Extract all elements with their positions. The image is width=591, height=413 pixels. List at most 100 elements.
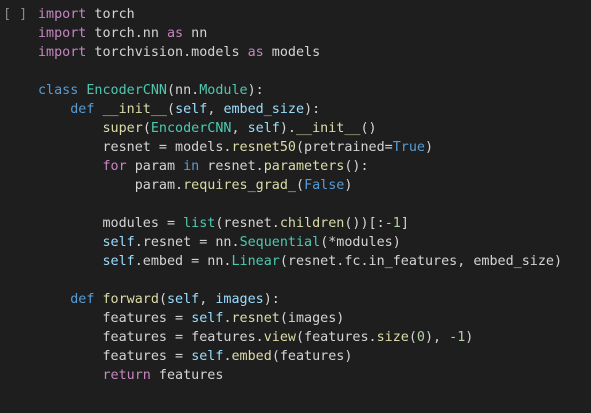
code-token: resnet50 <box>231 140 296 155</box>
code-token: ), <box>424 330 450 345</box>
code-token: resnet = models. <box>38 140 232 155</box>
code-token: , <box>199 292 216 307</box>
code-line[interactable]: import torch.nn as nn <box>38 24 562 43</box>
code-line[interactable]: def __init__(self, embed_size): <box>38 100 562 119</box>
code-token: def <box>70 102 95 117</box>
code-token: modules = <box>38 216 184 231</box>
code-token: resnet <box>231 311 280 326</box>
code-token: torch <box>86 7 135 22</box>
code-line[interactable]: import torchvision.models as models <box>38 43 562 62</box>
code-line[interactable]: self.embed = nn.Linear(resnet.fc.in_feat… <box>38 252 563 271</box>
code-token: import <box>38 45 87 60</box>
code-token: ( <box>158 292 167 307</box>
code-token: -1 <box>384 216 401 231</box>
code-token: (images) <box>279 311 345 326</box>
code-token: Sequential <box>239 235 321 250</box>
code-token: embed_size <box>223 102 305 117</box>
code-token: (): <box>344 159 369 174</box>
code-line[interactable]: modules = list(resnet.children())[:-1] <box>38 214 562 233</box>
code-token: def <box>70 292 95 307</box>
code-token: ] <box>400 216 409 231</box>
code-token: , <box>207 102 224 117</box>
code-line[interactable]: features = self.resnet(images) <box>38 309 562 328</box>
code-token: (*modules) <box>320 235 401 250</box>
code-token: nn <box>183 26 208 41</box>
code-token: ) <box>344 178 353 193</box>
code-line[interactable]: features = features.view(features.size(0… <box>38 328 562 347</box>
code-line[interactable]: features = self.embed(features) <box>38 347 562 366</box>
code-token: (features) <box>271 349 353 364</box>
code-token: . <box>223 311 232 326</box>
code-line[interactable]: class EncoderCNN(nn.Module): <box>38 81 562 100</box>
code-token: (nn. <box>167 83 200 98</box>
code-token: for <box>102 159 127 174</box>
code-token: self <box>167 292 200 307</box>
code-token: EncoderCNN <box>86 83 167 98</box>
code-token: Module <box>199 83 248 98</box>
code-line[interactable]: resnet = models.resnet50(pretrained=True… <box>38 138 562 157</box>
code-token: -1 <box>449 330 466 345</box>
code-token: ): <box>304 102 321 117</box>
code-token: import <box>38 26 87 41</box>
code-token: features <box>150 368 224 383</box>
run-cell-indicator[interactable]: [ ] <box>3 7 28 22</box>
code-token: features = features. <box>38 330 264 345</box>
code-token: ( <box>408 330 417 345</box>
code-token: EncoderCNN <box>150 121 232 136</box>
code-line[interactable]: for param in resnet.parameters(): <box>38 157 562 176</box>
code-line[interactable] <box>38 271 562 290</box>
code-token: torch.nn <box>86 26 167 41</box>
code-token: embed <box>231 349 272 364</box>
code-token: .embed = nn. <box>134 254 232 269</box>
code-token: __init__ <box>296 121 361 136</box>
code-line[interactable]: self.resnet = nn.Sequential(*modules) <box>38 233 562 252</box>
code-line[interactable]: def forward(self, images): <box>38 290 562 309</box>
code-token: (pretrained= <box>295 140 393 155</box>
code-token: ( <box>142 121 151 136</box>
code-token: resnet. <box>199 159 264 174</box>
code-token <box>38 292 70 307</box>
code-token: ) <box>465 330 474 345</box>
code-token: self <box>102 235 135 250</box>
code-token: forward <box>102 292 159 307</box>
code-token: models <box>263 45 321 60</box>
code-token: view <box>263 330 296 345</box>
code-token: size <box>376 330 409 345</box>
code-token: parameters <box>263 159 345 174</box>
code-token: self <box>102 254 135 269</box>
code-token <box>38 235 103 250</box>
code-token: ())[: <box>344 216 385 231</box>
code-token: () <box>360 121 377 136</box>
code-token: ( <box>167 102 176 117</box>
code-token <box>38 368 103 383</box>
code-token: Linear <box>231 254 280 269</box>
code-token: return <box>102 368 151 383</box>
code-token: , <box>231 121 248 136</box>
code-token: self <box>191 311 224 326</box>
code-token: images <box>215 292 264 307</box>
code-token <box>94 292 102 307</box>
code-token: False <box>304 178 345 193</box>
code-line[interactable]: return features <box>38 366 562 385</box>
code-line[interactable]: import torch <box>38 5 562 24</box>
code-line[interactable] <box>38 195 562 214</box>
code-token: param <box>126 159 184 174</box>
code-token <box>94 102 102 117</box>
code-token: self <box>247 121 280 136</box>
code-token: features = <box>38 311 192 326</box>
code-token <box>38 121 103 136</box>
code-line[interactable]: param.requires_grad_(False) <box>38 176 562 195</box>
code-token: super <box>102 121 143 136</box>
code-line[interactable]: super(EncoderCNN, self).__init__() <box>38 119 562 138</box>
code-token: features = <box>38 349 192 364</box>
code-token: as <box>167 26 184 41</box>
code-token: 0 <box>416 330 425 345</box>
code-token: import <box>38 7 87 22</box>
code-line[interactable] <box>38 62 562 81</box>
code-token: . <box>223 349 232 364</box>
code-token: True <box>392 140 425 155</box>
code-token: ( <box>296 178 305 193</box>
code-token: self <box>191 349 224 364</box>
